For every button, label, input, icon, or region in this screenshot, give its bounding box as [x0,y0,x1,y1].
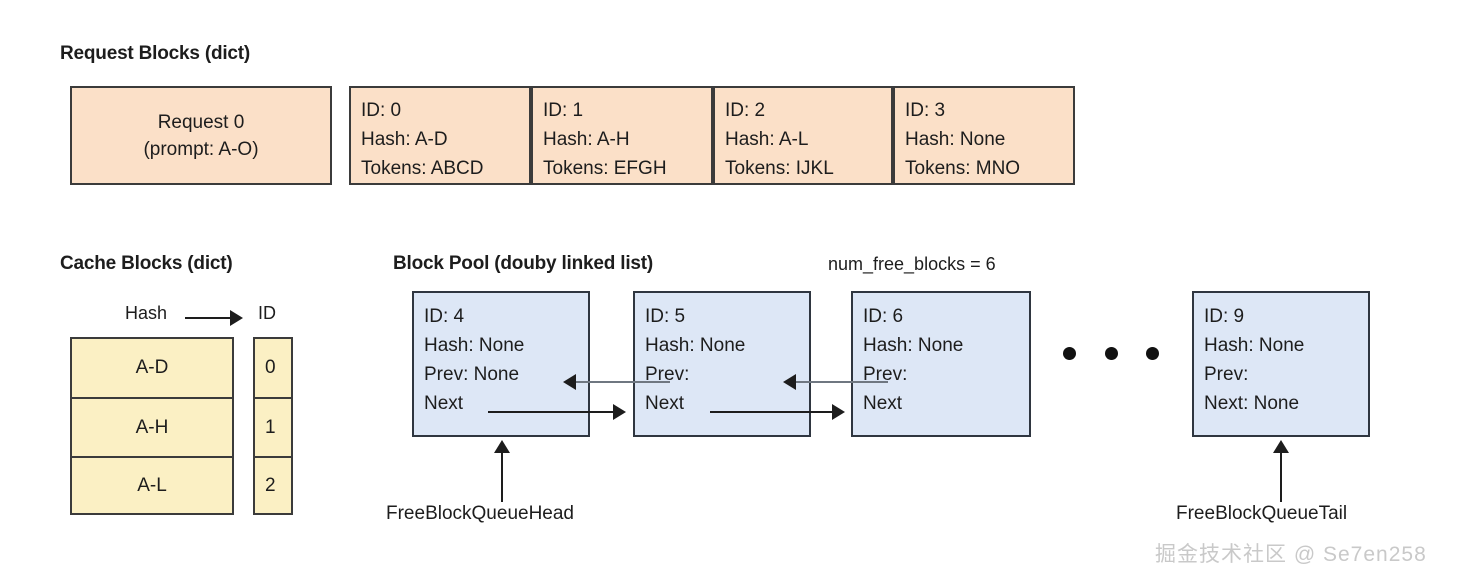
cache-id-cell-2: 2 [255,456,291,513]
pool-block-9-prev: Prev: [1204,364,1249,385]
request-0-line1: Request 0 [157,111,245,133]
ellipsis-dot-3 [1146,347,1159,360]
pool-block-5-prev: Prev: [645,364,690,385]
pool-block-9-hash: Hash: None [1204,335,1305,356]
pool-block-4-prev: Prev: None [424,364,520,385]
prev-link-5-to-4-arrowhead [563,374,576,390]
prev-link-6-to-5-shaft [795,381,888,383]
pool-block-5-hash: Hash: None [645,335,746,356]
cache-id-cell-0: 0 [265,357,276,378]
block-pool-title: Block Pool (douby linked list) [393,253,654,274]
pool-block-4-next: Next [424,393,464,414]
request-block-2-tokens: Tokens: IJKL [725,158,834,179]
pool-block-4-id: ID: 4 [424,306,465,327]
pool-block-5-id: ID: 5 [645,306,686,327]
ellipsis-dot-1 [1063,347,1076,360]
cache-hash-column: A-D A-H A-L [70,337,234,515]
cache-hash-cell-1: A-H [72,397,232,456]
request-block-2-id: ID: 2 [725,100,766,121]
cache-value-label: ID [258,303,276,323]
next-link-4-to-5-arrowhead [613,404,626,420]
pool-block-6-prev: Prev: [863,364,908,385]
prev-link-6-to-5-arrowhead [783,374,796,390]
request-block-3-tokens: Tokens: MNO [905,158,1021,179]
num-free-blocks-counter: num_free_blocks = 6 [828,254,996,274]
cache-hash-cell-0: A-D [135,357,169,378]
cache-hash-cell-2: A-L [72,456,232,513]
request-block-2-hash: Hash: A-L [725,129,809,150]
cache-id-cell-1: 1 [255,397,291,456]
pool-block-4: ID: 4 Hash: None Prev: None Next [412,291,590,437]
pool-block-6: ID: 6 Hash: None Prev: Next [851,291,1031,437]
cache-id-column: 0 1 2 [253,337,293,515]
request-block-3-id: ID: 3 [905,100,946,121]
pool-block-5: ID: 5 Hash: None Prev: Next [633,291,811,437]
ellipsis-dot-2 [1105,347,1118,360]
tail-pointer-arrowhead [1273,440,1289,453]
head-pointer-arrowhead [494,440,510,453]
request-0-line2: (prompt: A-O) [143,138,259,160]
request-block-1-id: ID: 1 [543,100,584,121]
cache-blocks-title: Cache Blocks (dict) [60,253,233,274]
next-link-5-to-6-shaft [710,411,835,413]
request-block-0: ID: 0 Hash: A-D Tokens: ABCD [349,86,531,185]
request-block-0-id: ID: 0 [361,100,402,121]
pool-block-9-id: ID: 9 [1204,306,1245,327]
watermark: 掘金技术社区 @ Se7en258 [1155,543,1427,566]
ellipsis-dots-icon [1063,347,1167,361]
request-blocks-title: Request Blocks (dict) [60,43,251,64]
next-link-4-to-5-shaft [488,411,616,413]
request-0-box: Request 0 (prompt: A-O) [70,86,332,185]
cache-mapping-arrow-shaft [185,317,231,319]
free-block-queue-head-label: FreeBlockQueueHead [386,503,574,524]
pool-block-4-hash: Hash: None [424,335,525,356]
cache-key-label: Hash [125,303,168,323]
pool-block-6-id: ID: 6 [863,306,904,327]
pool-block-5-next: Next [645,393,685,414]
next-link-5-to-6-arrowhead [832,404,845,420]
arrow-right-icon [230,310,243,326]
request-block-1: ID: 1 Hash: A-H Tokens: EFGH [531,86,713,185]
request-block-0-hash: Hash: A-D [361,129,448,150]
request-block-1-hash: Hash: A-H [543,129,630,150]
head-pointer-shaft [501,452,503,502]
pool-block-6-next: Next [863,393,903,414]
pool-block-6-hash: Hash: None [863,335,964,356]
request-block-0-tokens: Tokens: ABCD [361,158,484,179]
request-block-2: ID: 2 Hash: A-L Tokens: IJKL [713,86,893,185]
tail-pointer-shaft [1280,452,1282,502]
free-block-queue-tail-label: FreeBlockQueueTail [1176,503,1348,524]
request-block-3: ID: 3 Hash: None Tokens: MNO [893,86,1075,185]
request-block-1-tokens: Tokens: EFGH [543,158,667,179]
prev-link-5-to-4-shaft [575,381,670,383]
pool-block-9-next: Next: None [1204,393,1300,414]
request-block-3-hash: Hash: None [905,129,1006,150]
pool-block-9: ID: 9 Hash: None Prev: Next: None [1192,291,1370,437]
